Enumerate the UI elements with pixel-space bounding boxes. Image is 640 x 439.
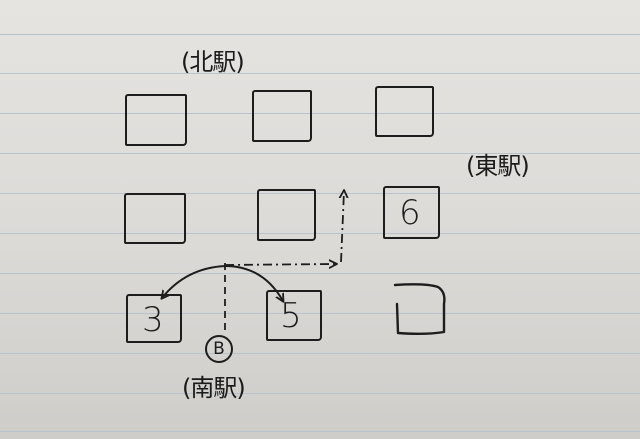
block-number-5: 5 xyxy=(280,296,302,336)
route-dashdot-up xyxy=(341,191,344,263)
ruled-line xyxy=(0,273,640,274)
ruled-line xyxy=(0,193,640,194)
block-number-6: 6 xyxy=(399,193,421,233)
east-station-label: (東駅) xyxy=(466,152,530,180)
block-middle-center xyxy=(257,189,316,241)
ruled-line xyxy=(0,353,640,354)
ruled-line xyxy=(0,113,640,114)
marker-b: B xyxy=(205,335,233,363)
block-bottom-middle: 5 xyxy=(266,290,322,341)
north-station-label: (北駅) xyxy=(181,48,245,76)
block-number-3: 3 xyxy=(142,300,164,340)
block-bottom-right xyxy=(393,283,446,335)
block-top-right xyxy=(375,86,434,137)
ruled-line xyxy=(0,431,640,432)
ruled-line xyxy=(0,393,640,394)
ruled-line xyxy=(0,73,640,74)
ruled-line xyxy=(0,153,640,154)
ruled-line xyxy=(0,34,640,35)
block-middle-right: 6 xyxy=(383,186,440,239)
block-top-left xyxy=(125,94,187,146)
route-dashdot-to-block-6 xyxy=(224,264,336,265)
block-top-middle xyxy=(252,90,312,142)
route-curve-to-block-3 xyxy=(162,265,226,298)
south-station-label: (南駅) xyxy=(182,374,246,402)
route-curve-to-block-5 xyxy=(224,265,283,301)
ruled-line xyxy=(0,233,640,234)
block-middle-left xyxy=(124,193,186,244)
block-bottom-left: 3 xyxy=(126,294,182,343)
